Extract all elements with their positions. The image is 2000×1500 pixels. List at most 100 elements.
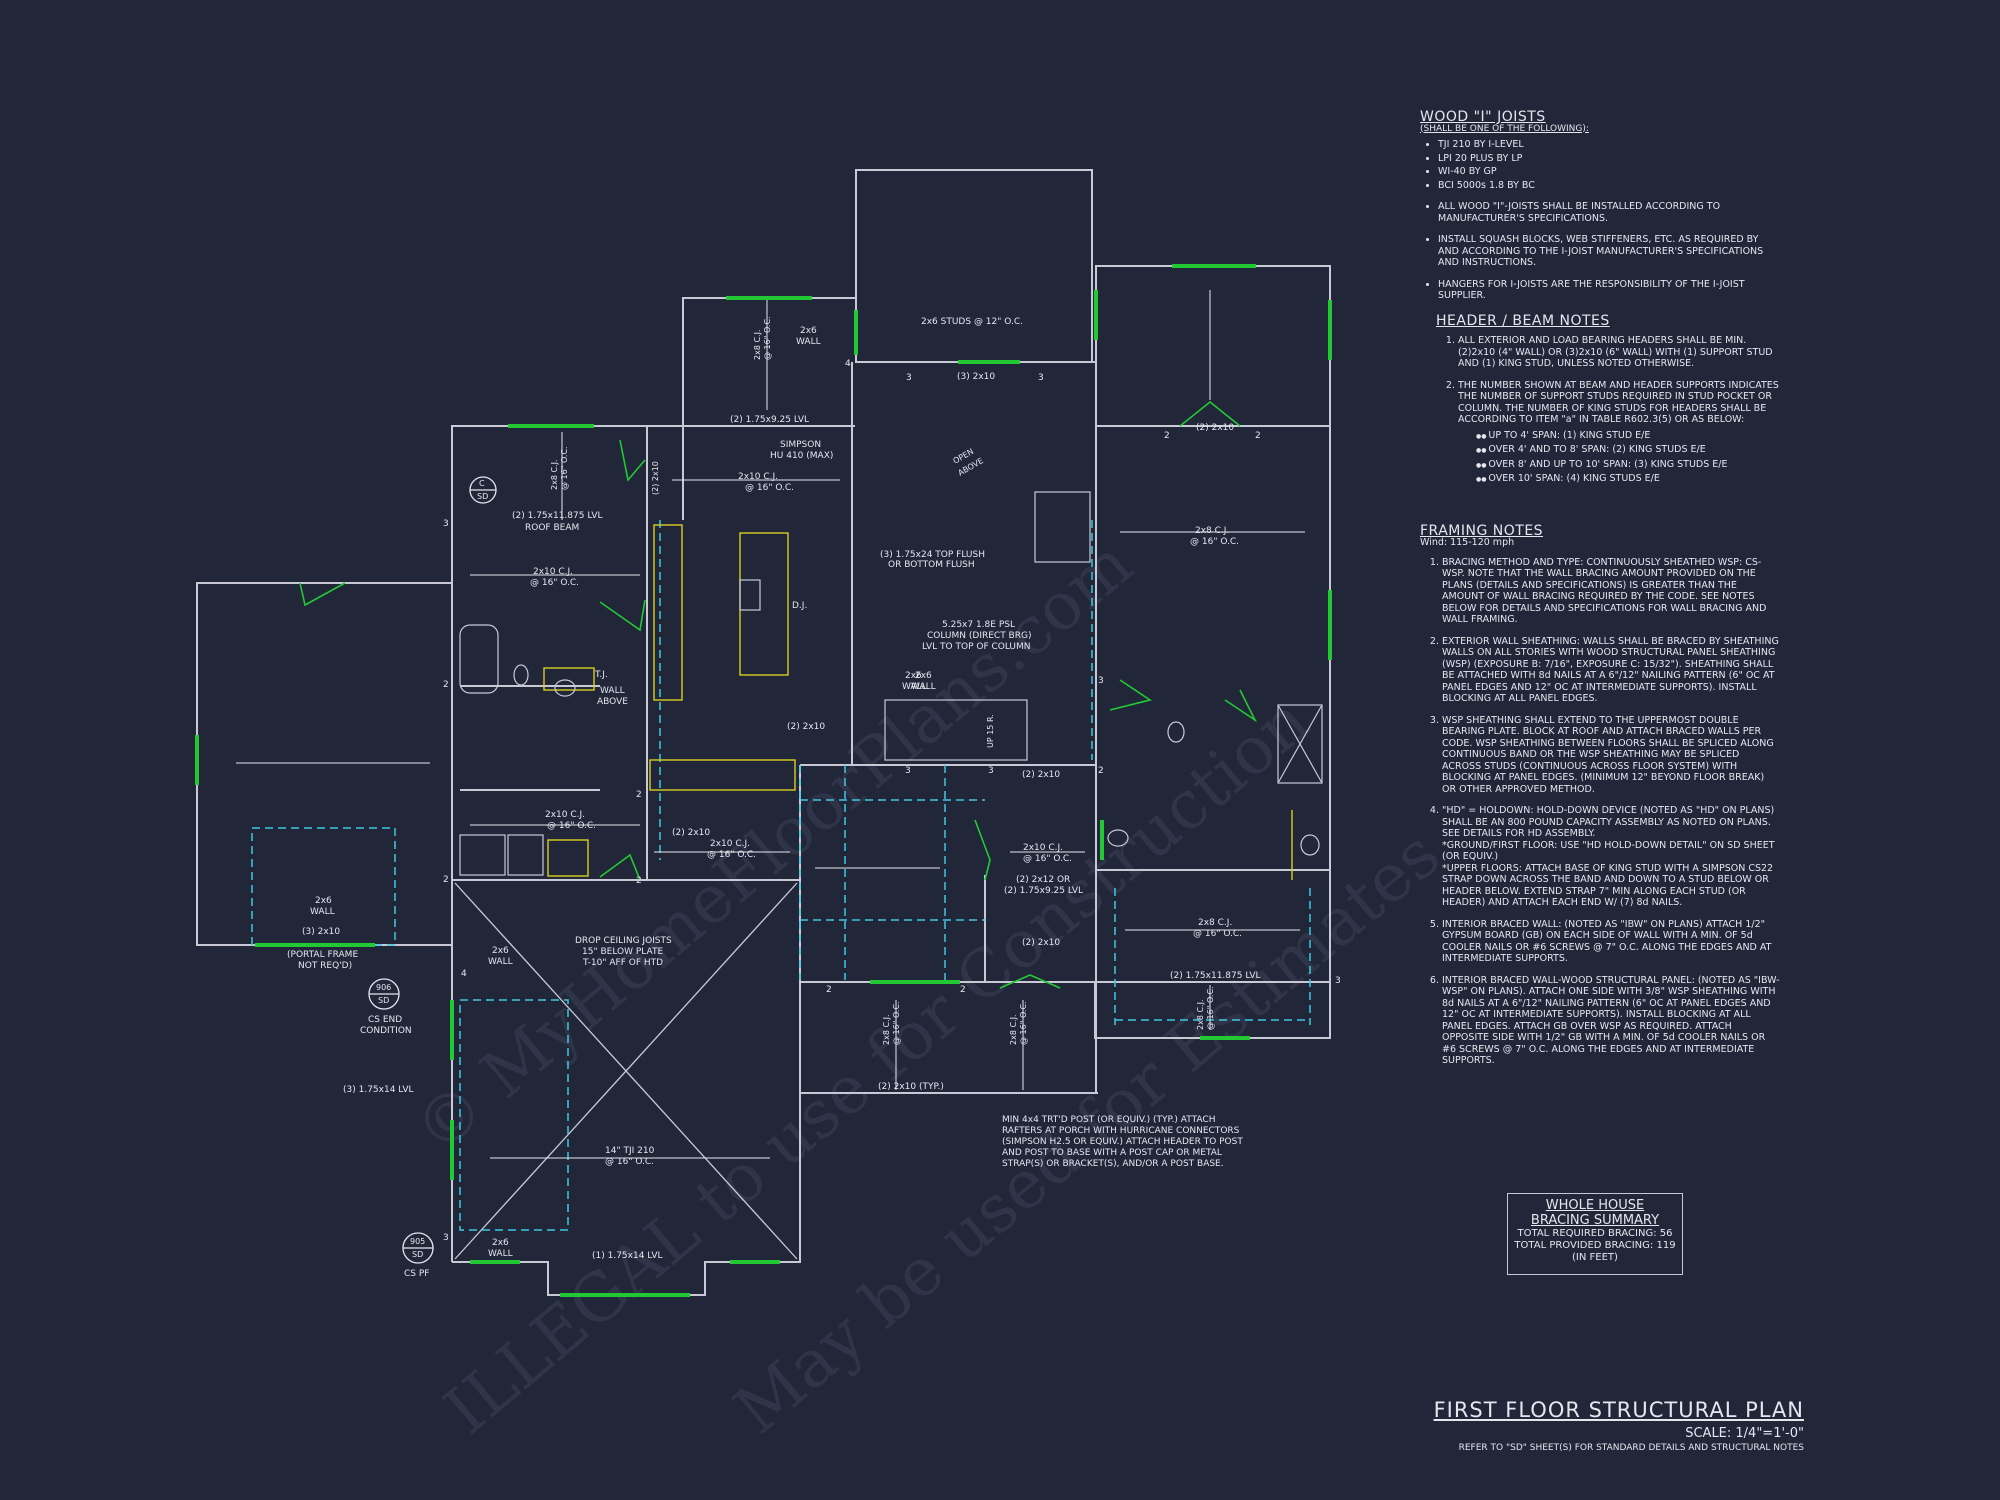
stud-count: 2 [826, 985, 832, 995]
title-block: FIRST FLOOR STRUCTURAL PLAN SCALE: 1/4"=… [1434, 1398, 1804, 1453]
list-item: TJI 210 BY I-LEVEL [1438, 139, 1780, 151]
plan-labels: 2x6 WALL 2x6 STUDS @ 12" O.C. (3) 2x10 2… [287, 316, 1341, 1279]
header-note-2: THE NUMBER SHOWN AT BEAM AND HEADER SUPP… [1458, 379, 1779, 426]
label: CONDITION [360, 1026, 412, 1036]
label: @ 16" O.C. [560, 446, 569, 490]
list-item: ALL EXTERIOR AND LOAD BEARING HEADERS SH… [1458, 335, 1780, 370]
callout-text: 906 [376, 983, 391, 992]
stud-count: 3 [988, 766, 994, 776]
detail-callouts [368, 476, 497, 1264]
garage-wall [196, 582, 452, 946]
label: (2) 2x12 OR [1016, 875, 1070, 885]
label: 2x8 C.J. [1198, 918, 1232, 928]
label: CS PF [404, 1269, 429, 1279]
list-item: BCI 5000s 1.8 BY BC [1438, 180, 1780, 192]
stud-count: 2 [1255, 431, 1261, 441]
door-swings [299, 400, 1258, 989]
label: @ 16" O.C. [892, 1001, 901, 1045]
label: 2x6 [315, 896, 332, 906]
bottom-wall [452, 1092, 1098, 1296]
stud-count: 3 [1335, 976, 1341, 986]
label: WALL [488, 1249, 513, 1259]
stud-count: 3 [905, 766, 911, 776]
label: (2) 1.75x11.875 LVL [512, 511, 603, 521]
label: 15" BELOW PLATE [582, 947, 663, 957]
label: (2) 2x10 (TYP.) [878, 1082, 944, 1092]
label: @ 16" O.C. [605, 1157, 654, 1167]
notes-column: WOOD "I" JOISTS (SHALL BE ONE OF THE FOL… [1420, 110, 1780, 1081]
label: 2x8 C.J. [1009, 1015, 1018, 1046]
label: @ 16" O.C. [547, 821, 596, 831]
range-icon [739, 579, 761, 611]
label: WALL [911, 682, 936, 692]
sink-icon [554, 679, 576, 697]
label: LVL TO TOP OF COLUMN [922, 642, 1031, 652]
list-item: WI-40 BY GP [1438, 166, 1780, 178]
sink-icon-3 [1300, 834, 1320, 856]
label: 2x6 STUDS @ 12" O.C. [921, 317, 1023, 327]
list-item: OVER 8' AND UP TO 10' SPAN: (3) KING STU… [1476, 459, 1780, 472]
label: (3) 2x10 [957, 372, 995, 382]
label: WALL [310, 907, 335, 917]
stud-count: 3 [906, 373, 912, 383]
reference-note: REFER TO "SD" SHEET(S) FOR STANDARD DETA… [1458, 1443, 1804, 1453]
toilet-icon [513, 664, 529, 686]
bracing-summary-box: WHOLE HOUSE BRACING SUMMARY TOTAL REQUIR… [1507, 1193, 1683, 1275]
label: @ 16" O.C. [707, 850, 756, 860]
label: 2x6 [492, 1238, 509, 1248]
stud-count: 2 [1164, 431, 1170, 441]
label: (2) 2x10 [672, 828, 710, 838]
header-notes: HEADER / BEAM NOTES ALL EXTERIOR AND LOA… [1420, 314, 1780, 486]
framing-note-4a: *GROUND/FIRST FLOOR: USE "HD HOLD-DOWN D… [1442, 839, 1775, 863]
label: 2x10 C.J. [738, 472, 778, 482]
list-item: EXTERIOR WALL SHEATHING: WALLS SHALL BE … [1442, 636, 1780, 705]
dryer-icon [507, 834, 544, 876]
list-item: INSTALL SQUASH BLOCKS, WEB STIFFENERS, E… [1438, 234, 1780, 269]
label: (2) 1.75x9.25 LVL [730, 415, 809, 425]
stud-count: 4 [461, 969, 467, 979]
label: 14" TJI 210 [605, 1146, 655, 1156]
fireplace-icon [1034, 491, 1091, 563]
list-item: HANGERS FOR I-JOISTS ARE THE RESPONSIBIL… [1438, 279, 1780, 302]
label: 2x6 [492, 946, 509, 956]
list-item: LPI 20 PLUS BY LP [1438, 153, 1780, 165]
list-item: WSP SHEATHING SHALL EXTEND TO THE UPPERM… [1442, 715, 1780, 796]
list-item: INTERIOR BRACED WALL-WOOD STRUCTURAL PAN… [1442, 975, 1780, 1067]
label: (3) 2x10 [302, 927, 340, 937]
label: HU 410 (MAX) [770, 451, 833, 461]
summary-required: TOTAL REQUIRED BRACING: 56 [1517, 1228, 1673, 1239]
stud-count: 3 [443, 1233, 449, 1243]
framing-notes-title: FRAMING NOTES [1420, 522, 1544, 539]
list-item: OVER 4' AND TO 8' SPAN: (2) KING STUDS E… [1476, 444, 1780, 457]
stud-count: 2 [443, 875, 449, 885]
washer-icon [459, 834, 506, 876]
joist-notes: WOOD "I" JOISTS (SHALL BE ONE OF THE FOL… [1420, 110, 1780, 302]
stair-icon [884, 699, 1028, 761]
label: RAFTERS AT PORCH WITH HURRICANE CONNECTO… [1002, 1126, 1240, 1136]
summary-unit: (IN FEET) [1572, 1252, 1618, 1263]
label: (2) 2x10 [787, 722, 825, 732]
callout-text: C [479, 479, 485, 488]
label: (2) 2x10 [1196, 423, 1234, 433]
label: OR BOTTOM FLUSH [888, 560, 975, 570]
label: WALL [488, 957, 513, 967]
label: 2x10 C.J. [545, 810, 585, 820]
label: AND POST TO BASE WITH A POST CAP OR META… [1002, 1148, 1222, 1158]
label: (2) 2x10 [651, 461, 660, 495]
callout-text: SD [477, 492, 488, 501]
framing-note-4b: *UPPER FLOORS: ATTACH BASE OF KING STUD … [1442, 862, 1774, 909]
list-item: OVER 10' SPAN: (4) KING STUDS E/E [1476, 473, 1780, 486]
list-item: BRACING METHOD AND TYPE: CONTINUOUSLY SH… [1442, 557, 1780, 626]
label: 2x8 C.J. [1196, 1000, 1205, 1031]
label: @ 16" O.C. [763, 316, 772, 360]
callout-text: 905 [410, 1237, 425, 1246]
label: (2) 2x10 [1022, 770, 1060, 780]
joist-notes-subtitle: (SHALL BE ONE OF THE FOLLOWING): [1420, 123, 1589, 134]
label: @ 16" O.C. [1206, 986, 1215, 1030]
callout-text: SD [412, 1250, 423, 1259]
label: COLUMN (DIRECT BRG) [927, 631, 1031, 641]
label: (2) 2x10 [1022, 938, 1060, 948]
page-title: FIRST FLOOR STRUCTURAL PLAN [1433, 1398, 1804, 1422]
label: (2) 1.75x9.25 LVL [1004, 886, 1083, 896]
porch-top-wall [855, 169, 1093, 362]
